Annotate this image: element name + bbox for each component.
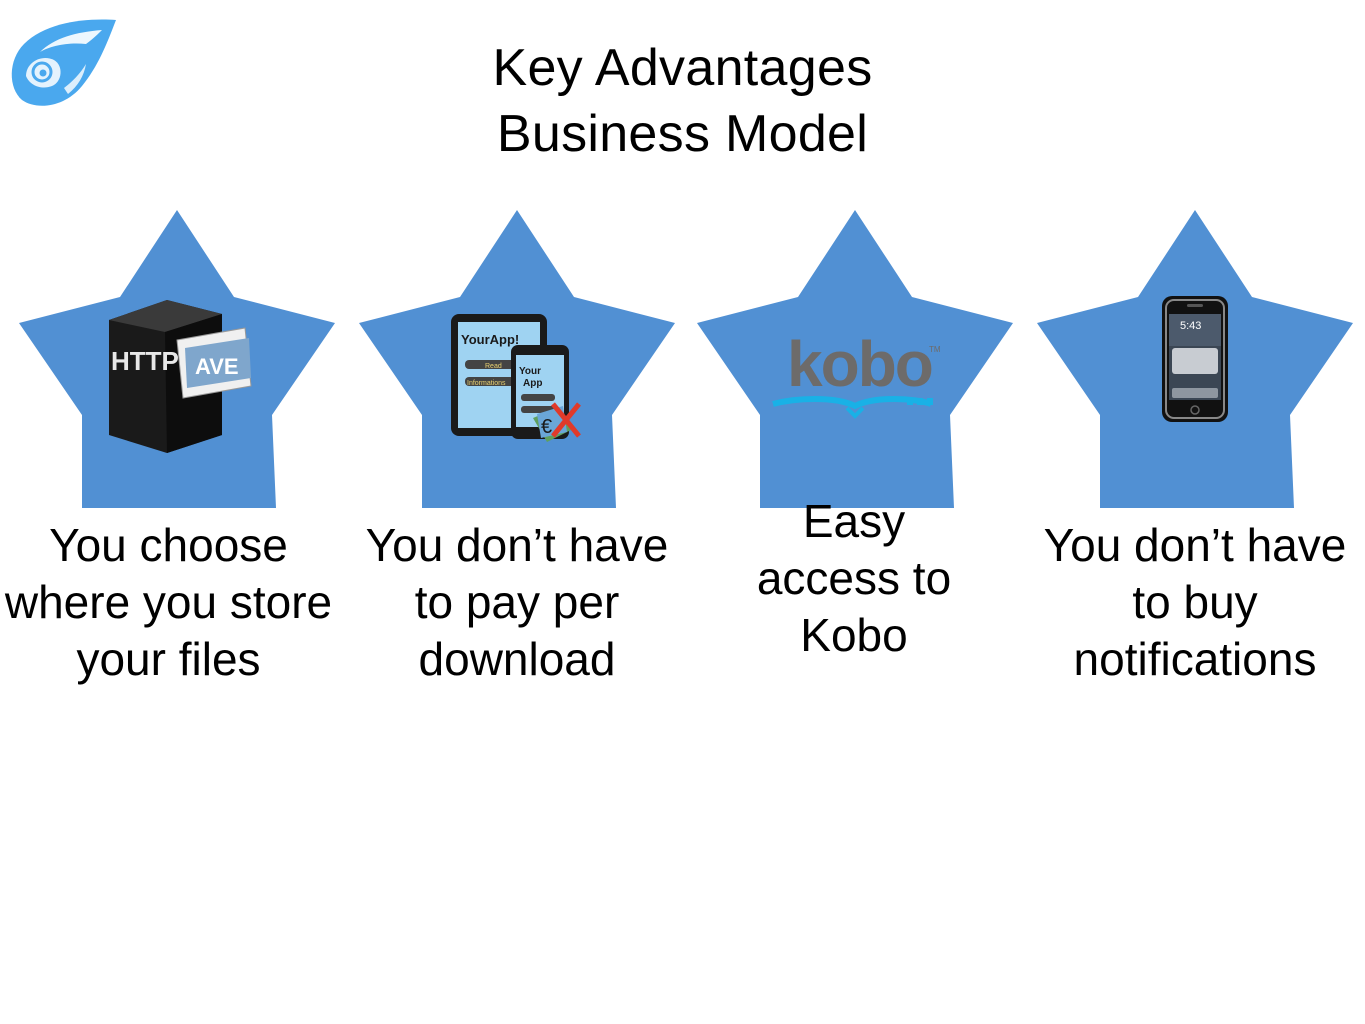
caption-kobo-line-3: Kobo — [800, 609, 908, 661]
svg-text:TM: TM — [929, 345, 941, 354]
caption-storage-line-2: where you store — [4, 576, 333, 628]
star-storage: HTTP AVE — [17, 210, 337, 510]
caption-notif-line-2: to buy — [1132, 576, 1258, 628]
star-no-pay-per-download: YourApp! Read Informations Your App € — [357, 210, 677, 510]
svg-text:Read: Read — [485, 363, 502, 370]
app-label: YourApp! — [461, 332, 519, 347]
caption-kobo-line-1: Easy — [802, 495, 906, 547]
phone-time: 5:43 — [1180, 320, 1201, 332]
title-line-1: Key Advantages — [492, 39, 873, 97]
caption-kobo: Easy access to Kobo — [704, 493, 1004, 664]
title-line-2: Business Model — [496, 105, 869, 163]
http-file-box-icon: HTTP AVE — [109, 300, 252, 453]
caption-pay-line-2: to pay per — [414, 576, 620, 628]
http-label: HTTP — [111, 346, 179, 376]
smartphone-icon: 5:43 — [1162, 296, 1228, 422]
star-kobo: kobo TM — [695, 210, 1015, 510]
caption-pay-per-download: You don’t have to pay per download — [352, 517, 682, 688]
tablet-phone-app-icon: YourApp! Read Informations Your App € — [451, 314, 581, 442]
star-notifications: 5:43 — [1035, 210, 1355, 510]
caption-notif-line-3: notifications — [1073, 633, 1317, 685]
svg-text:Your: Your — [519, 366, 541, 377]
caption-pay-line-1: You don’t have — [365, 519, 669, 571]
svg-text:App: App — [523, 378, 542, 389]
page-title: Key Advantages Business Model — [0, 35, 1365, 167]
svg-text:AVE: AVE — [195, 354, 239, 379]
caption-storage-line-1: You choose — [49, 519, 288, 571]
caption-notif-line-1: You don’t have — [1043, 519, 1347, 571]
caption-storage: You choose where you store your files — [2, 517, 335, 688]
caption-storage-line-3: your files — [76, 633, 261, 685]
caption-notifications: You don’t have to buy notifications — [1030, 517, 1360, 688]
fish-logo-icon — [6, 16, 118, 110]
svg-text:Informations: Informations — [467, 380, 506, 387]
svg-text:€: € — [541, 416, 552, 438]
caption-pay-line-3: download — [418, 633, 616, 685]
caption-kobo-line-2: access to — [756, 552, 952, 604]
kobo-logo-icon: kobo TM — [772, 328, 941, 419]
kobo-logo-text: kobo — [787, 328, 932, 400]
